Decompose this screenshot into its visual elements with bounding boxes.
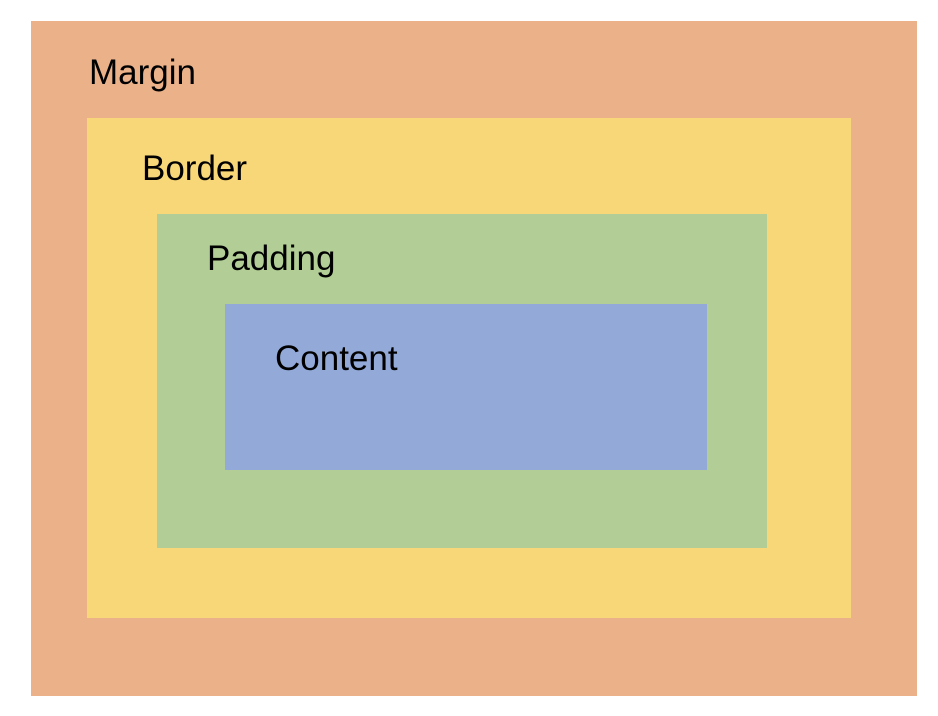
margin-label: Margin <box>89 53 196 92</box>
content-box: Content <box>225 304 707 470</box>
border-label: Border <box>142 149 248 188</box>
padding-label: Padding <box>207 239 336 278</box>
content-label: Content <box>275 339 398 378</box>
